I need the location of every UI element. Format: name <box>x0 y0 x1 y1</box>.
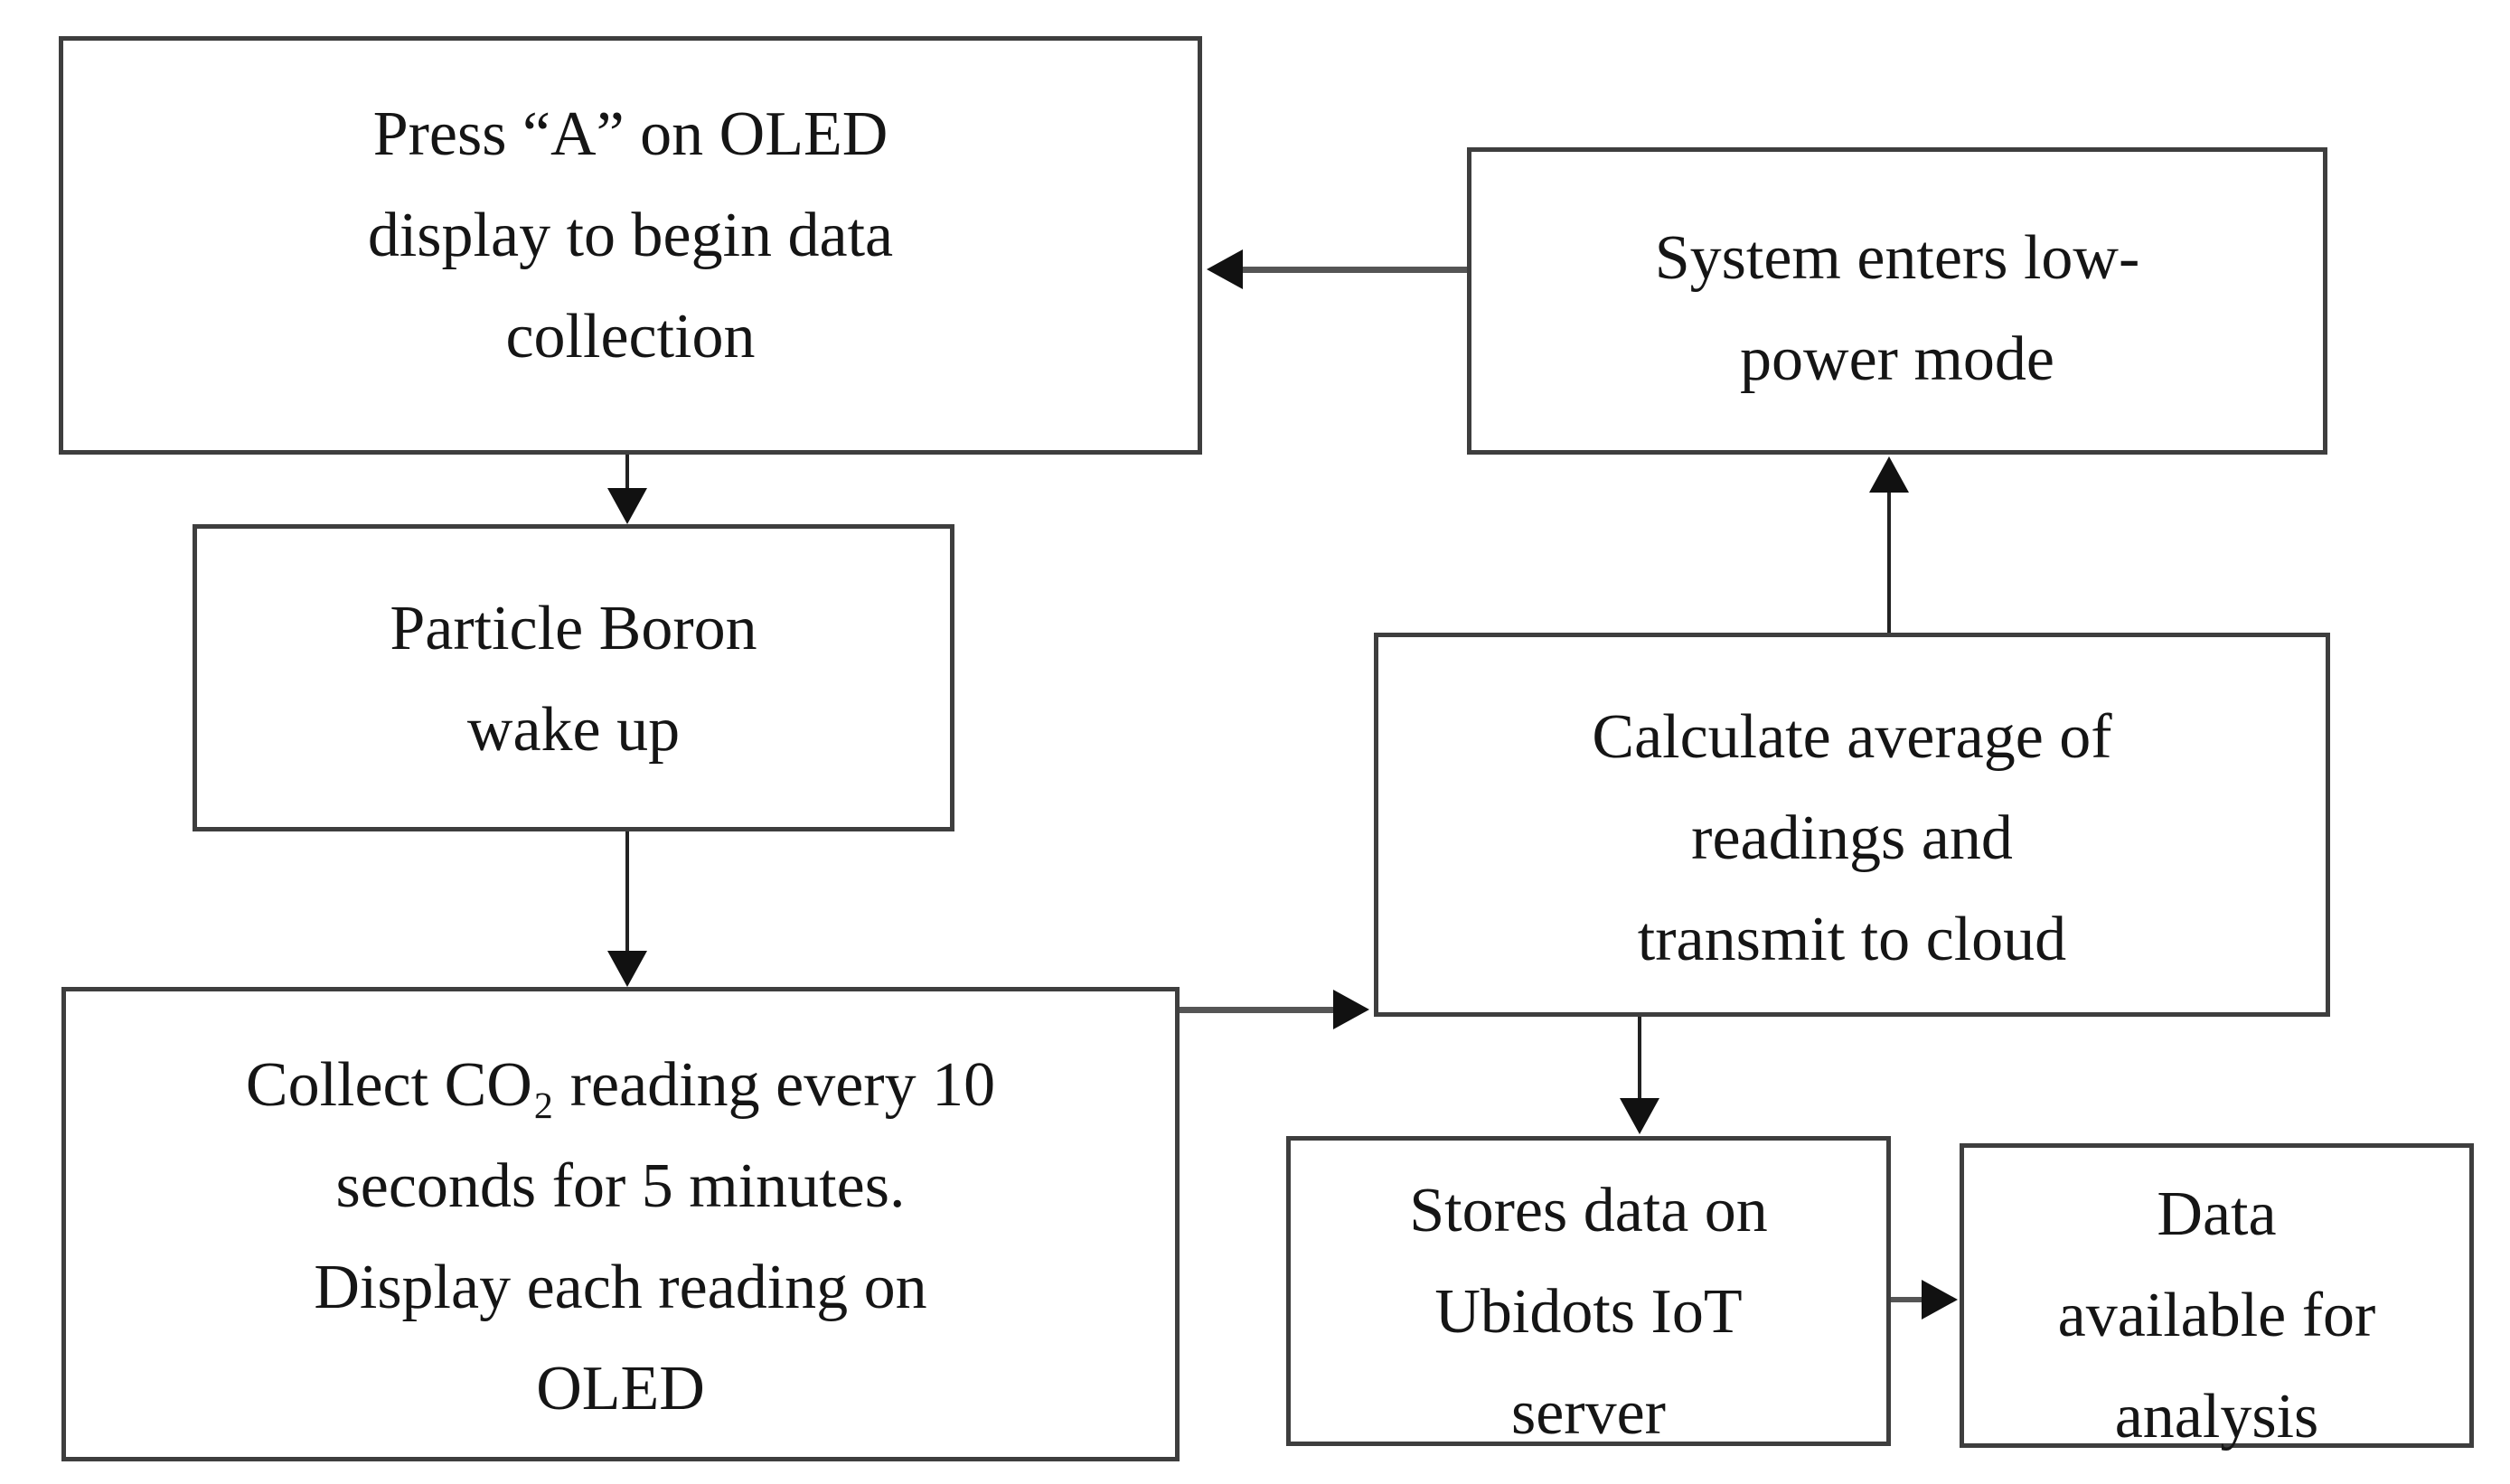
connector-collect-to-calculate-line <box>1180 1007 1338 1013</box>
node-press-a: Press “A” on OLED display to begin data … <box>59 36 1202 455</box>
node-calculate-average: Calculate average of readings and transm… <box>1374 633 2330 1017</box>
connector-low-power-to-press-a-line <box>1240 267 1467 273</box>
arrow-down-icon <box>607 951 647 987</box>
arrow-right-icon <box>1333 990 1369 1029</box>
arrow-left-icon <box>1207 249 1243 289</box>
node-text-line: Press “A” on OLED <box>372 99 888 169</box>
node-text-line: power mode <box>1740 324 2054 394</box>
node-text-line: analysis <box>2114 1382 2319 1451</box>
node-text-line: Stores data on <box>1409 1176 1768 1245</box>
node-text-line: Ubidots IoT <box>1434 1277 1743 1347</box>
arrow-down-icon <box>1620 1098 1659 1134</box>
connector-wake-up-to-collect-line <box>625 831 629 954</box>
node-text-line: server <box>1510 1378 1666 1448</box>
arrow-down-icon <box>607 488 647 524</box>
node-text-line: collection <box>505 302 756 371</box>
connector-calculate-to-low-power-line <box>1887 490 1891 633</box>
node-text-line: readings and <box>1691 803 2013 873</box>
node-text-line: Data <box>2157 1179 2277 1249</box>
node-low-power-mode: System enters low- power mode <box>1467 147 2327 455</box>
node-text-line: wake up <box>466 695 681 765</box>
connector-calculate-to-stores-line <box>1638 1017 1641 1103</box>
node-text-line: transmit to cloud <box>1637 905 2067 974</box>
node-text-line: OLED <box>536 1354 705 1423</box>
node-text-line: Calculate average of <box>1592 702 2112 772</box>
node-text-line: System enters low- <box>1654 223 2140 293</box>
node-collect-co2-readings: Collect CO₂ reading every 10 seconds for… <box>61 987 1180 1461</box>
arrow-up-icon <box>1869 456 1909 493</box>
node-text-line: available for <box>2057 1281 2376 1350</box>
arrow-right-icon <box>1922 1280 1958 1320</box>
node-data-available: Data available for analysis <box>1960 1143 2474 1451</box>
node-text-line: seconds for 5 minutes. <box>335 1151 906 1221</box>
connector-stores-to-data-available-line <box>1891 1297 1925 1302</box>
node-particle-boron-wake-up: Particle Boron wake up <box>193 524 954 831</box>
node-stores-data-ubidots: Stores data on Ubidots IoT server <box>1286 1136 1891 1448</box>
connector-press-a-to-wake-up-line <box>625 455 629 493</box>
node-text-line: Collect CO₂ reading every 10 <box>245 1050 996 1120</box>
node-text-line: display to begin data <box>367 201 894 270</box>
node-text-line: Particle Boron <box>390 594 757 663</box>
node-text-line: Display each reading on <box>314 1253 927 1322</box>
